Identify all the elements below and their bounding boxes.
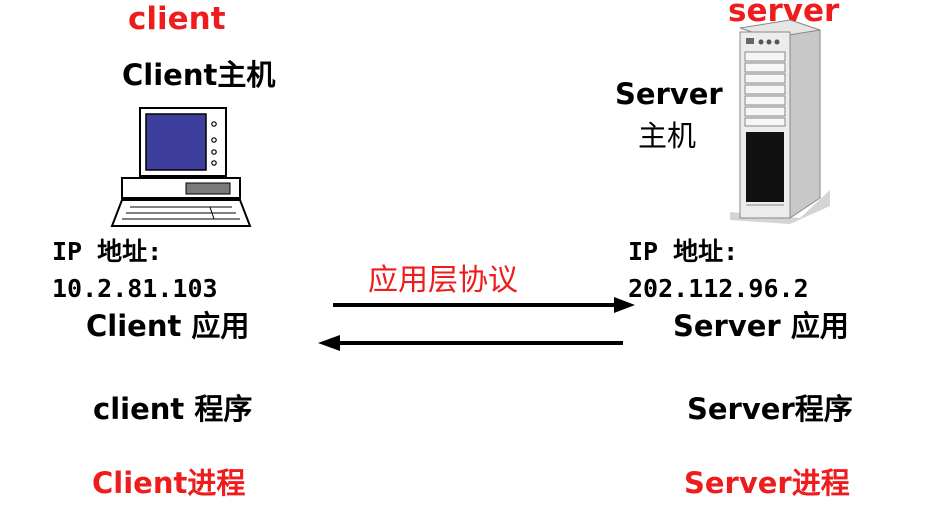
client-ip-value: 10.2.81.103 — [52, 274, 218, 303]
response-arrow — [318, 335, 623, 351]
server-app-label: Server 应用 — [673, 309, 849, 343]
server-process-label: Server进程 — [684, 466, 850, 500]
server-program-label: Server程序 — [687, 392, 853, 426]
client-heading: client — [128, 1, 226, 37]
protocol-label: 应用层协议 — [368, 263, 518, 298]
client-ip-label: IP 地址: — [52, 237, 163, 266]
client-process-label: Client进程 — [92, 466, 246, 500]
server-ip-value: 202.112.96.2 — [628, 274, 809, 303]
server-host-label-line2: 主机 — [638, 119, 697, 153]
server-ip-label: IP 地址: — [628, 237, 739, 266]
tower-server-icon — [730, 19, 830, 224]
desktop-computer-icon — [110, 107, 252, 227]
client-app-label: Client 应用 — [86, 309, 250, 343]
server-host-label-line1: Server — [615, 77, 723, 111]
request-arrow — [333, 297, 635, 313]
client-program-label: client 程序 — [93, 392, 253, 426]
client-host-label: Client主机 — [122, 58, 276, 92]
